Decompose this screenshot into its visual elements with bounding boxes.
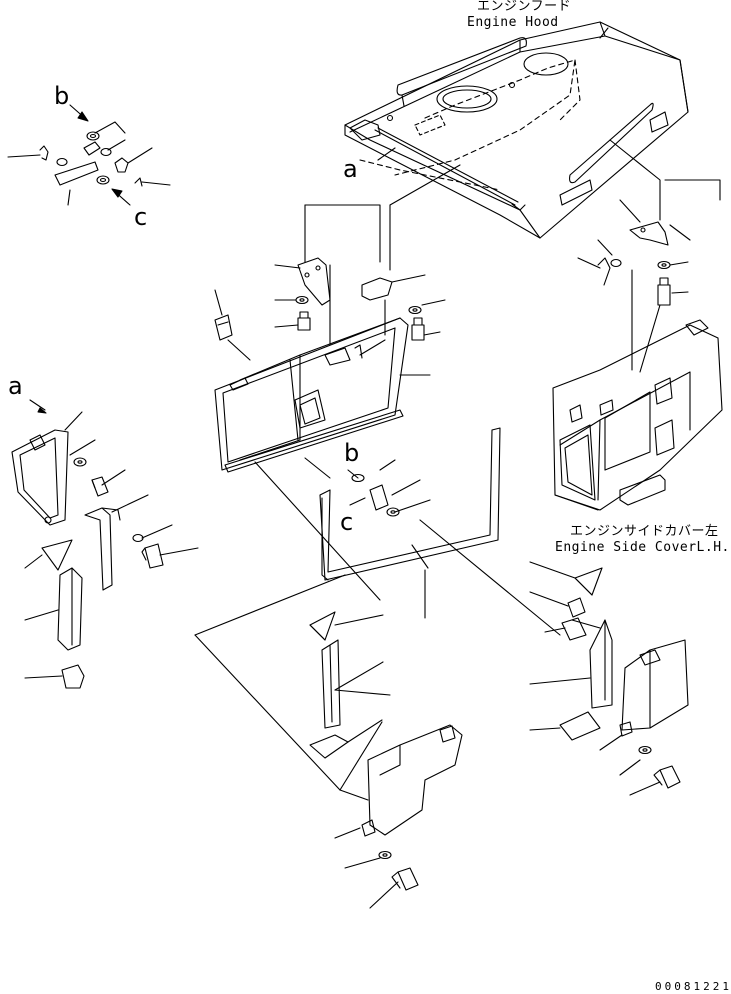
callout-b-top: b: [54, 82, 70, 110]
callout-b-mid: b: [344, 439, 360, 467]
side-cover-label-en: Engine Side CoverL.H.: [555, 540, 730, 555]
callout-c-top: c: [134, 203, 148, 231]
engine-hood-label-en: Engine Hood: [467, 15, 559, 30]
latch-assembly: [7, 104, 171, 206]
u-frame: [319, 427, 501, 581]
callout-a-hood: a: [343, 155, 358, 183]
center-frame: [214, 257, 446, 479]
document-number: 00081221: [655, 980, 731, 993]
right-lower-parts: [529, 561, 689, 796]
engine-side-cover: [552, 139, 723, 511]
left-side-parts: [11, 399, 199, 689]
callout-c-mid: c: [340, 508, 354, 536]
engine-hood-label-jp: エンジンフード: [477, 0, 572, 14]
callout-a-left: a: [8, 372, 23, 400]
center-lower-parts: [309, 569, 463, 909]
engine-hood: [344, 21, 689, 239]
side-cover-label-jp: エンジンサイドカバー左: [570, 524, 719, 539]
